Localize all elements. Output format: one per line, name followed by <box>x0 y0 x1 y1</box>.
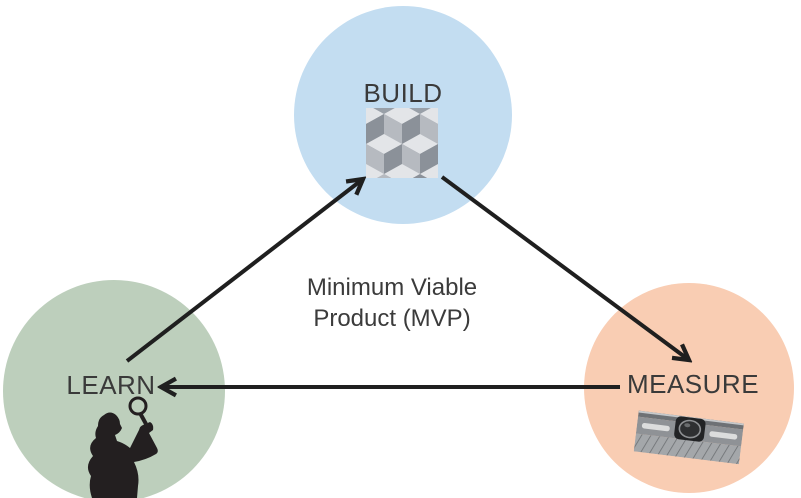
mvp-center-label: Minimum Viable Product (MVP) <box>306 274 478 332</box>
woman-silhouette-icon <box>87 396 158 498</box>
isometric-cubes-icon <box>366 108 438 178</box>
measure-label: MEASURE <box>626 369 760 399</box>
magnifying-glass-icon <box>128 396 148 425</box>
spirit-level-icon <box>633 410 744 465</box>
woman-body-silhouette <box>87 412 158 498</box>
build-label: BUILD <box>363 78 443 108</box>
learn-label: LEARN <box>66 370 156 400</box>
